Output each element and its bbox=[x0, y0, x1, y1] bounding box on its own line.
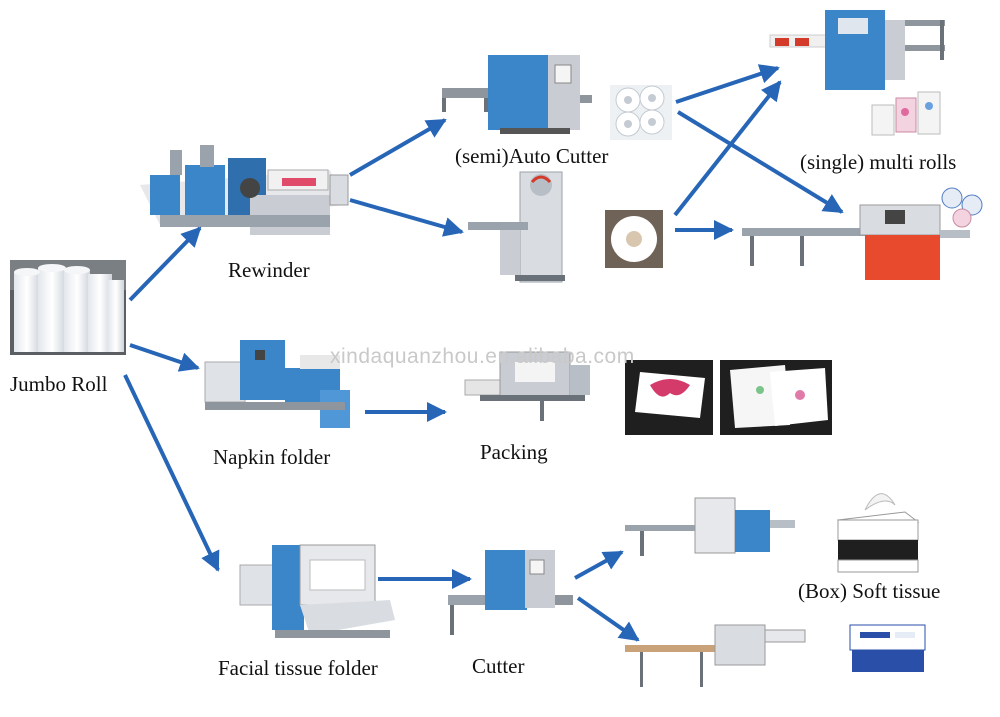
facial-tissue-folder-machine bbox=[239, 544, 395, 638]
box-tissue-photo bbox=[836, 493, 920, 573]
label-napkin-folder: Napkin folder bbox=[213, 445, 331, 469]
multi-roll-packing-machine bbox=[769, 10, 945, 90]
multi-roll-packs-photo bbox=[871, 91, 941, 136]
arrow-rolls-to-multi-packer bbox=[675, 64, 780, 104]
jumbo-roll-photo bbox=[10, 260, 126, 355]
band-saw-cutter-machine bbox=[468, 171, 565, 283]
single-roll-photo bbox=[605, 210, 663, 268]
arrow-cutter-to-lower-packer bbox=[576, 596, 640, 642]
soft-tissue-packs-photo bbox=[849, 624, 926, 672]
arrow-cutter-to-upper-packer bbox=[574, 550, 624, 580]
arrow-jumbo-to-napkin bbox=[129, 343, 200, 372]
napkin-folder-machine bbox=[204, 340, 350, 428]
label-multi-rolls: (single) multi rolls bbox=[800, 150, 957, 174]
label-rewinder: Rewinder bbox=[228, 258, 310, 282]
single-roll-packs-photo bbox=[941, 187, 983, 228]
arrow-jumbo-to-facial bbox=[123, 374, 220, 572]
label-cutter: Cutter bbox=[472, 654, 525, 678]
semi-auto-cutter-machine bbox=[442, 55, 592, 134]
napkin-packing-machine bbox=[464, 351, 590, 421]
label-jumbo-roll: Jumbo Roll bbox=[10, 372, 108, 396]
arrow-rewinder-to-band-cutter bbox=[349, 198, 464, 237]
single-roll-packing-machine bbox=[742, 204, 970, 280]
printed-napkins-photo bbox=[625, 360, 713, 435]
cutter-machine bbox=[448, 550, 573, 635]
arrow-rolls-to-single-packer bbox=[676, 110, 844, 214]
label-packing: Packing bbox=[480, 440, 548, 464]
label-auto-cutter: (semi)Auto Cutter bbox=[455, 144, 609, 168]
watermark: xindaquanzhou.en.alibaba.com bbox=[330, 345, 635, 368]
rewinder-machine bbox=[140, 145, 349, 235]
arrow-single-roll-to-multi-packer bbox=[673, 80, 782, 217]
soft-tissue-packing-machine-upper bbox=[625, 497, 795, 556]
label-facial-tissue-folder: Facial tissue folder bbox=[218, 656, 378, 680]
soft-tissue-packing-machine-lower bbox=[625, 624, 806, 687]
toilet-rolls-photo bbox=[610, 85, 672, 140]
plain-napkins-photo bbox=[720, 360, 832, 435]
arrow-rewinder-to-auto-cutter bbox=[348, 118, 447, 177]
label-box-soft-tissue: (Box) Soft tissue bbox=[798, 579, 941, 603]
arrow-jumbo-to-rewinder bbox=[128, 226, 202, 302]
